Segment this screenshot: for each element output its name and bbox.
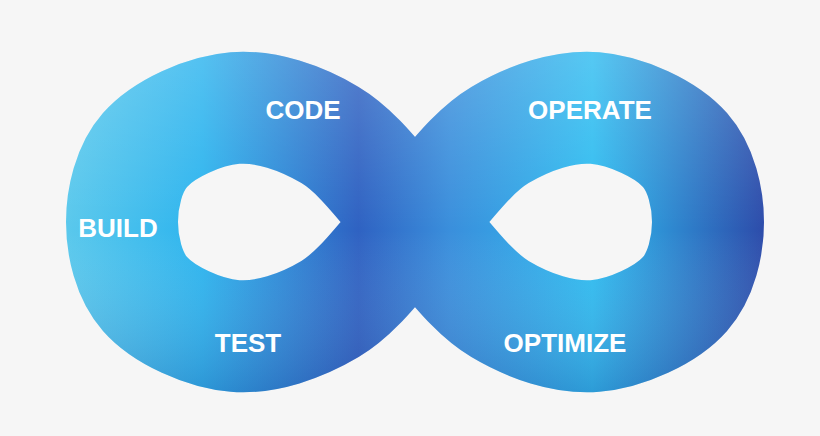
step-label: TEST: [215, 330, 281, 356]
infinity-band: [122, 108, 708, 337]
band-shading: [122, 108, 708, 337]
step-label: OPERATE: [528, 97, 652, 123]
step-label: CODE: [265, 97, 340, 123]
step-label: BUILD: [78, 215, 157, 241]
step-label: OPTIMIZE: [504, 330, 627, 356]
